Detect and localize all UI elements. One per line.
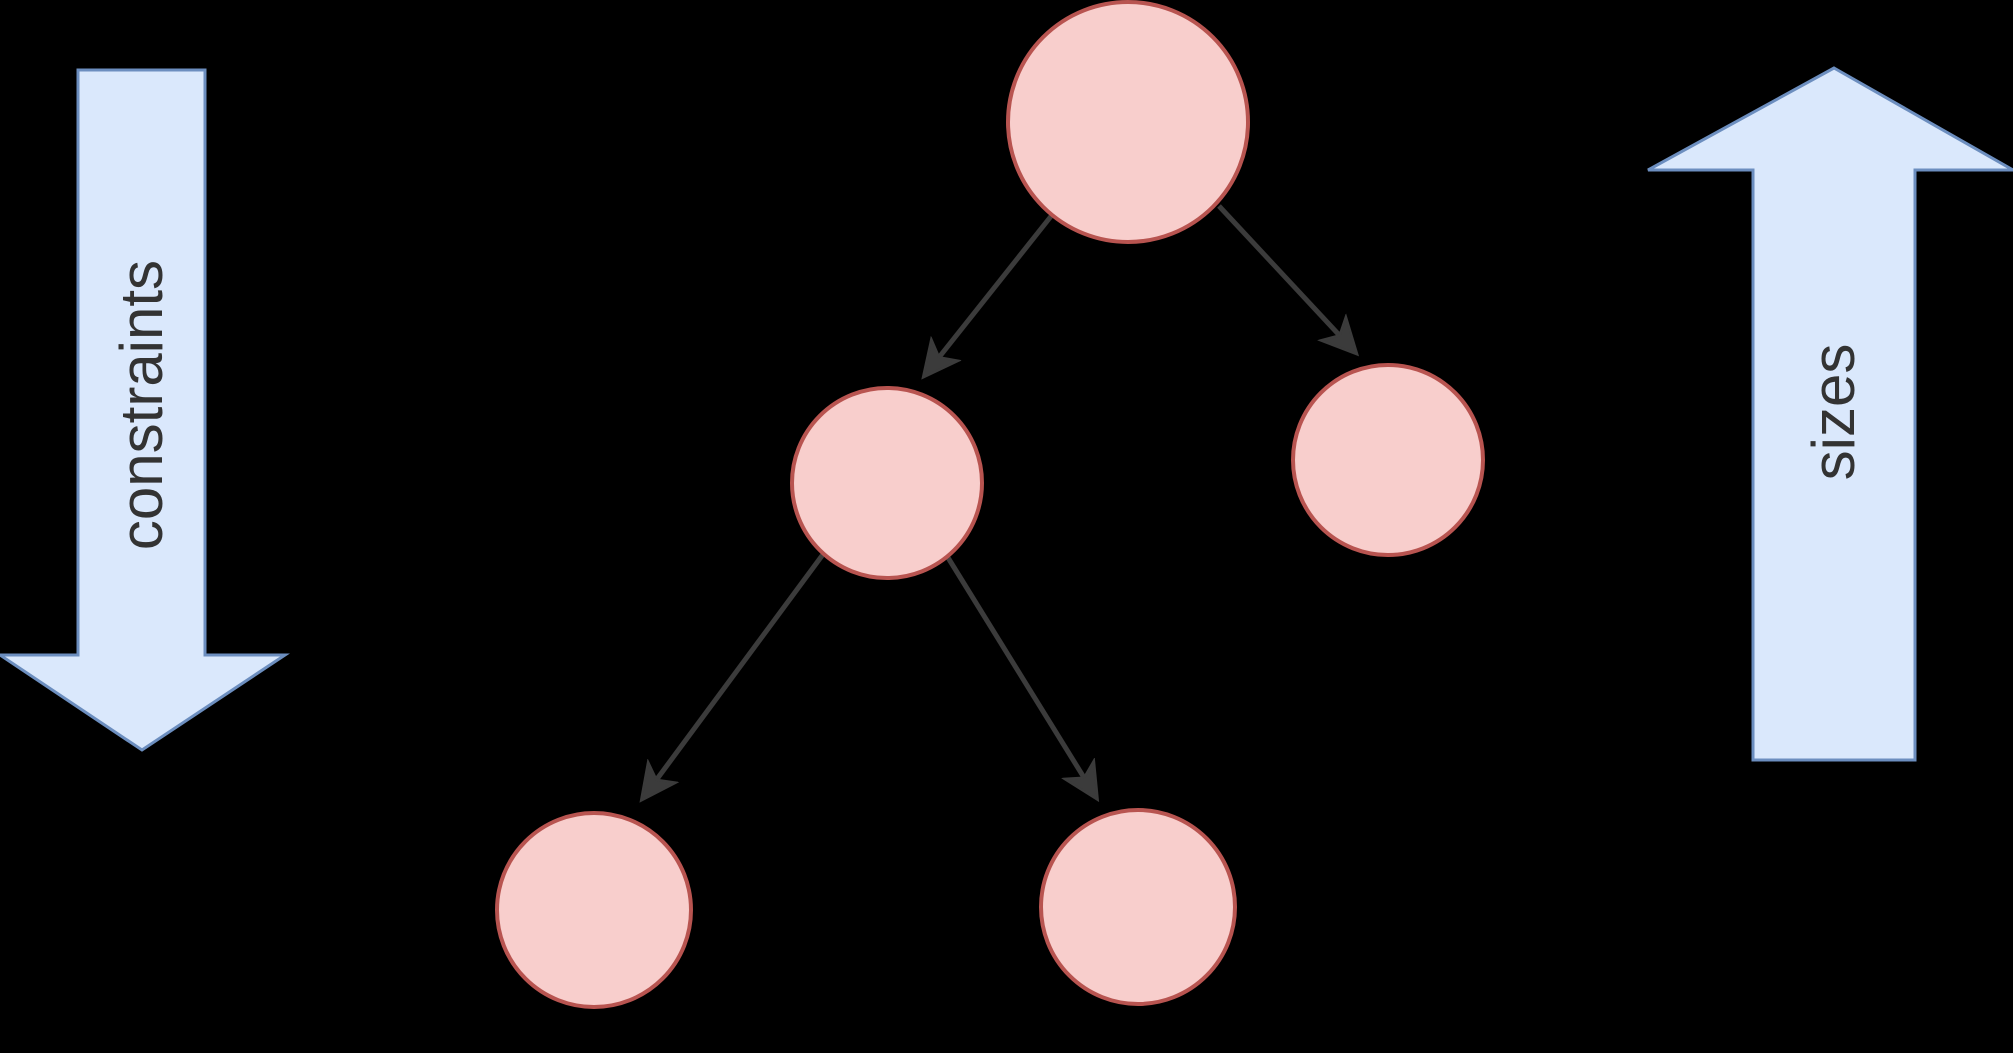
constraints-arrow bbox=[0, 68, 290, 752]
edge-mid-left-to-leaf-right bbox=[944, 554, 1096, 797]
tree-node-leaf-right[interactable] bbox=[1039, 808, 1237, 1006]
tree-node-root[interactable] bbox=[1006, 0, 1250, 244]
tree-edges bbox=[643, 204, 1355, 798]
constraints-arrow-shape bbox=[0, 68, 290, 752]
edge-root-to-mid-right bbox=[1217, 204, 1355, 352]
edge-mid-left-to-leaf-left bbox=[643, 551, 827, 798]
edge-root-to-mid-left bbox=[925, 213, 1054, 375]
tree-nodes bbox=[495, 0, 1485, 1009]
tree-node-leaf-left[interactable] bbox=[495, 811, 693, 1009]
tree-node-mid-right[interactable] bbox=[1291, 363, 1485, 557]
sizes-arrow-shape bbox=[1647, 66, 2013, 762]
tree-node-mid-left[interactable] bbox=[790, 386, 984, 580]
sizes-arrow bbox=[1647, 66, 2013, 762]
